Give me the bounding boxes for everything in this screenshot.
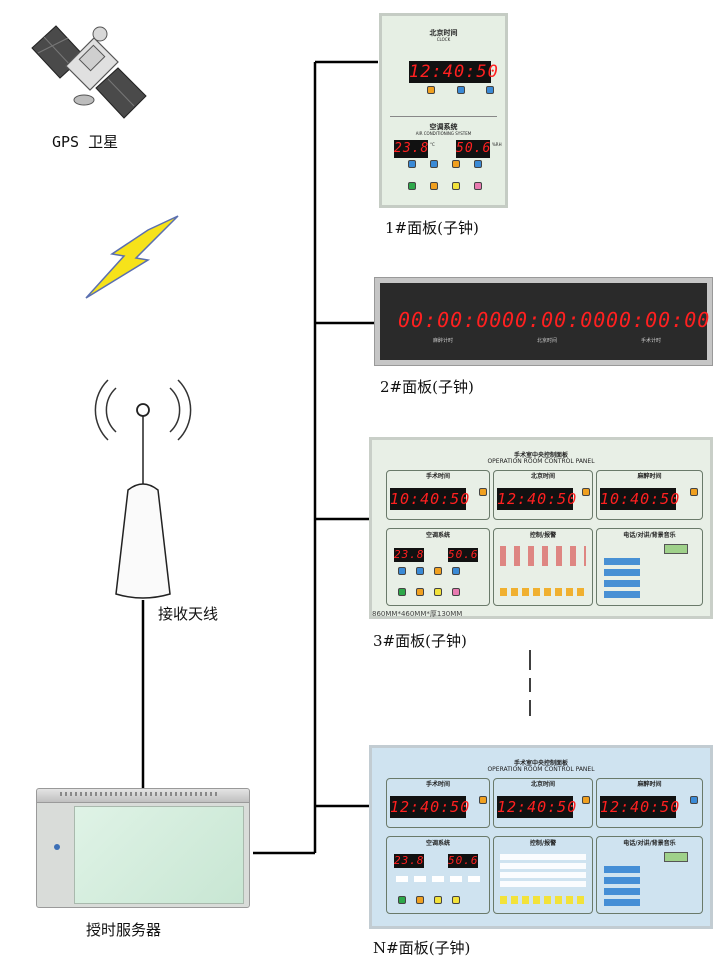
panelN-section-label: 控制/报警 xyxy=(529,840,557,847)
panelN-btn[interactable] xyxy=(479,796,487,804)
panel1-btn[interactable] xyxy=(408,182,416,190)
panel-3: 手术室中央控制面板 OPERATION ROOM CONTROL PANEL 手… xyxy=(369,437,713,619)
panel3-btn[interactable] xyxy=(416,567,424,575)
panel1-btn[interactable] xyxy=(408,160,416,168)
panel2-label: 2#面板(子钟) xyxy=(380,378,474,396)
panelN-clock-box xyxy=(493,778,593,828)
panel1-btn[interactable] xyxy=(486,86,494,94)
panel-2: 00:00:00 麻醉计时 00:00:00 北京时间 00:00:00 手术计… xyxy=(375,278,712,365)
panel3-clock-box xyxy=(386,470,490,520)
panel1-clock-title: 北京时间 xyxy=(429,29,458,37)
panelN-temp-display: 23.8 xyxy=(394,854,425,868)
panel2-clock-label: 麻醉计时 xyxy=(432,338,453,344)
panel3-section-label: 电话/对讲/背景音乐 xyxy=(623,532,676,539)
panel3-btn[interactable] xyxy=(452,588,460,596)
panelN-humidity-display: 50.6 xyxy=(448,854,479,868)
panel3-clock-label: 麻醉时间 xyxy=(637,473,662,480)
panelN-section-label: 空调系统 xyxy=(425,840,450,847)
panel3-clock-display: 10:40:50 xyxy=(390,488,471,510)
panel1-label: 1#面板(子钟) xyxy=(385,219,479,237)
panel3-btn[interactable] xyxy=(434,567,442,575)
panel1-temp-unit: °C xyxy=(430,142,435,147)
antenna-label: 接收天线 xyxy=(158,605,219,623)
panel1-btn[interactable] xyxy=(452,182,460,190)
gps-label: GPS 卫星 xyxy=(52,133,119,151)
panelN-clock-display: 12:40:50 xyxy=(497,796,578,818)
panel3-section-box xyxy=(386,528,490,606)
panel3-btn[interactable] xyxy=(690,488,698,496)
panelN-section-box xyxy=(596,836,703,914)
panel3-clock-box xyxy=(596,470,703,520)
panelN-subtitle: OPERATION ROOM CONTROL PANEL xyxy=(487,766,595,773)
panelN-clock-box xyxy=(386,778,490,828)
panelN-btn[interactable] xyxy=(690,796,698,804)
panel3-label: 3#面板(子钟) xyxy=(373,632,467,650)
panel3-clock-display: 12:40:50 xyxy=(497,488,578,510)
panel3-size-note: 860MM*460MM*厚130MM xyxy=(372,610,463,618)
panel1-btn[interactable] xyxy=(452,160,460,168)
panelN-clock-box xyxy=(596,778,703,828)
panelN-section-label: 电话/对讲/背景音乐 xyxy=(623,840,676,847)
panel1-btn[interactable] xyxy=(427,86,435,94)
panelN-clock-label: 麻醉时间 xyxy=(637,781,662,788)
panel3-btn[interactable] xyxy=(416,588,424,596)
panel3-title: 手术室中央控制面板 xyxy=(513,452,568,459)
panel1-btn[interactable] xyxy=(430,182,438,190)
panel2-clock-display: 00:00:00 xyxy=(606,308,711,332)
panel1-temp-display: 23.8 xyxy=(394,140,430,158)
panel3-section-label: 空调系统 xyxy=(425,532,450,539)
panelN-clock-label: 手术时间 xyxy=(425,781,450,788)
panel1-btn[interactable] xyxy=(474,160,482,168)
panelN-clock-display: 12:40:50 xyxy=(390,796,471,818)
panel3-btn[interactable] xyxy=(434,588,442,596)
panelN-section-box xyxy=(493,836,593,914)
panel1-btn[interactable] xyxy=(457,86,465,94)
panel3-section-box xyxy=(493,528,593,606)
panelN-btn[interactable] xyxy=(582,796,590,804)
panel2-clock-display: 00:00:00 xyxy=(398,308,503,332)
panelN-clock-label: 北京时间 xyxy=(530,781,555,788)
server-label: 授时服务器 xyxy=(86,921,162,939)
panel-n: 手术室中央控制面板 OPERATION ROOM CONTROL PANEL 手… xyxy=(369,745,713,929)
panel1-clock-sub: CLOCK xyxy=(436,37,451,42)
panel2-clock-display: 00:00:00 xyxy=(502,308,607,332)
panel3-humidity-display: 50.6 xyxy=(448,548,479,562)
panel1-humidity-display: 50.6 xyxy=(456,140,492,158)
panel1-hum-unit: %RH xyxy=(492,142,502,147)
panel3-btn[interactable] xyxy=(398,567,406,575)
panel3-btn[interactable] xyxy=(479,488,487,496)
panel1-btn[interactable] xyxy=(430,160,438,168)
panelN-btn[interactable] xyxy=(416,896,424,904)
panel3-clock-box xyxy=(493,470,593,520)
panelN-btn[interactable] xyxy=(452,896,460,904)
panel1-clock-display: 12:40:50 xyxy=(409,61,499,83)
panel3-section-box xyxy=(596,528,703,606)
panelN-clock-display: 12:40:50 xyxy=(600,796,681,818)
panel3-btn[interactable] xyxy=(398,588,406,596)
panel1-ac-title: 空调系统 xyxy=(429,123,458,131)
server-cabinet-icon xyxy=(36,788,252,910)
panelN-btn[interactable] xyxy=(398,896,406,904)
panel2-clock-label: 北京时间 xyxy=(536,338,557,344)
antenna-icon xyxy=(94,379,192,599)
panel3-section-label: 控制/报警 xyxy=(529,532,557,539)
panel2-clock-label: 手术计时 xyxy=(640,338,661,344)
panel3-btn[interactable] xyxy=(582,488,590,496)
panel-1: 北京时间 CLOCK 12:40:50 空调系统 AIR CONDITIONIN… xyxy=(379,13,508,208)
panel3-btn[interactable] xyxy=(452,567,460,575)
panel1-ac-sub: AIR CONDITIONING SYSTEM xyxy=(415,131,472,136)
panel3-temp-display: 23.8 xyxy=(394,548,425,562)
panel3-clock-label: 手术时间 xyxy=(425,473,450,480)
satellite-icon xyxy=(31,25,147,119)
panelN-label: N#面板(子钟) xyxy=(373,939,471,957)
panel3-clock-label: 北京时间 xyxy=(530,473,555,480)
panelN-btn[interactable] xyxy=(434,896,442,904)
panelN-title: 手术室中央控制面板 xyxy=(513,760,568,767)
panelN-section-box xyxy=(386,836,490,914)
lightning-bolt-icon xyxy=(85,215,179,299)
panel3-subtitle: OPERATION ROOM CONTROL PANEL xyxy=(487,458,595,465)
panel1-btn[interactable] xyxy=(474,182,482,190)
panel3-clock-display: 10:40:50 xyxy=(600,488,681,510)
